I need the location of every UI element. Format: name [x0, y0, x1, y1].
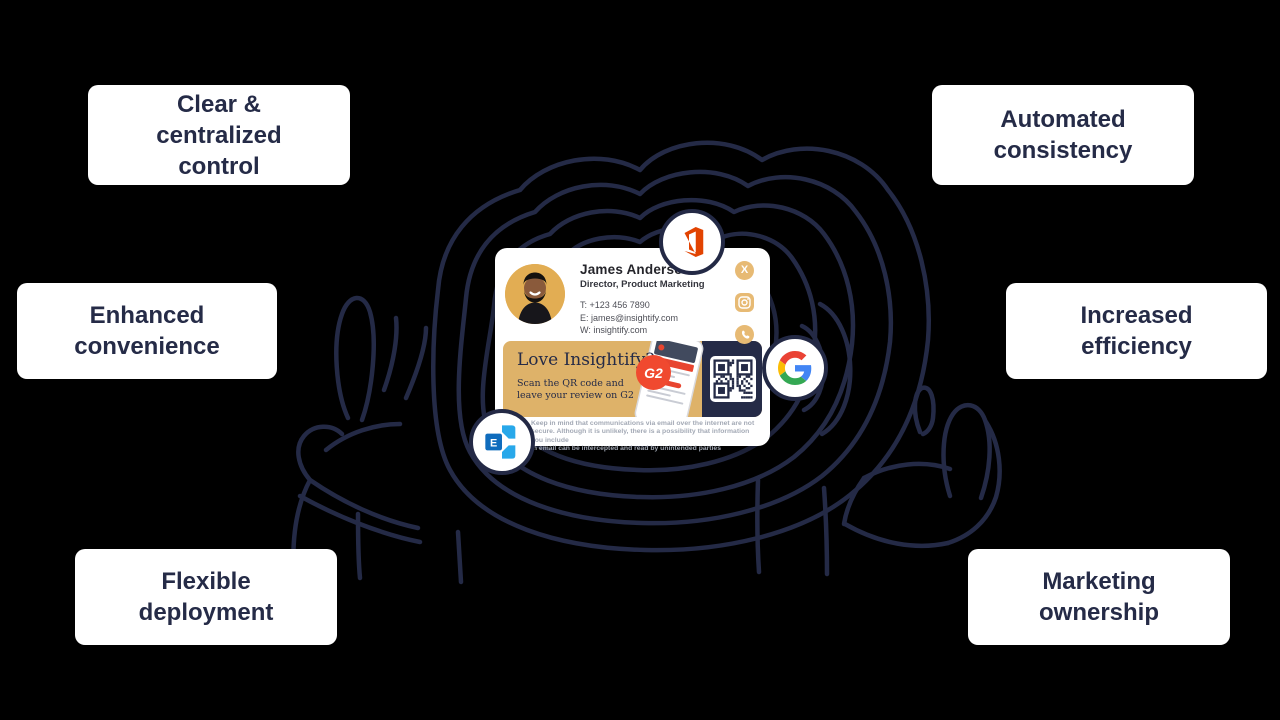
banner-subline: Scan the QR code and leave your review o…	[517, 378, 634, 401]
x-twitter-icon: X	[735, 261, 754, 280]
label-line: consistency	[993, 137, 1133, 164]
microsoft-exchange-icon: E	[469, 409, 535, 475]
microsoft-office-icon	[659, 209, 725, 275]
avatar-portrait	[505, 264, 565, 324]
qr-code	[710, 356, 756, 402]
benefit-label-increased-efficiency: Increased efficiency	[1006, 283, 1267, 379]
label-line: centralized	[156, 121, 282, 149]
contact-email: E: james@insightify.com	[580, 312, 678, 323]
review-banner: G2 Love Insightify? Scan the QR code and…	[503, 341, 762, 417]
benefit-label-automated-consistency: Automated consistency	[932, 85, 1194, 185]
left-hand	[291, 295, 464, 601]
label-line: deployment	[138, 599, 274, 626]
label-line: Enhanced	[89, 302, 205, 329]
label-line: Flexible	[161, 568, 251, 595]
contact-name: James Anderson	[580, 262, 692, 277]
label-line: efficiency	[1081, 333, 1192, 360]
contact-phone: T: +123 456 7890	[580, 300, 650, 310]
label-line: Marketing	[1042, 568, 1156, 595]
google-icon	[762, 335, 828, 401]
banner-headline: Love Insightify?	[517, 350, 655, 370]
email-signature-card: James Anderson Director, Product Marketi…	[495, 248, 770, 452]
phone-icon	[735, 325, 754, 344]
email-disclaimer: Keep in mind that communications via ema…	[531, 420, 755, 452]
avatar	[505, 264, 565, 324]
benefit-label-clear-centralized-control: Clear & centralized control	[88, 85, 350, 185]
x-glyph: X	[740, 264, 749, 276]
label-line: Clear &	[176, 90, 262, 118]
contact-website: W: insightify.com	[580, 325, 648, 335]
label-line: Increased	[1080, 302, 1193, 329]
benefit-label-enhanced-convenience: Enhanced convenience	[17, 283, 277, 379]
contact-job-title: Director, Product Marketing	[580, 279, 705, 290]
svg-text:E: E	[490, 438, 497, 450]
social-icons: X	[735, 261, 754, 344]
right-hand	[755, 385, 1002, 577]
contact-details: T: +123 456 7890 E: james@insightify.com…	[580, 299, 678, 337]
instagram-icon	[735, 293, 754, 312]
label-line: control	[178, 152, 260, 180]
label-line: convenience	[74, 333, 220, 360]
benefit-label-marketing-ownership: Marketing ownership	[968, 549, 1230, 645]
benefit-label-flexible-deployment: Flexible deployment	[75, 549, 337, 645]
label-line: ownership	[1038, 599, 1159, 626]
label-line: Automated	[1000, 106, 1126, 133]
g2-logo-badge: G2	[636, 355, 671, 390]
